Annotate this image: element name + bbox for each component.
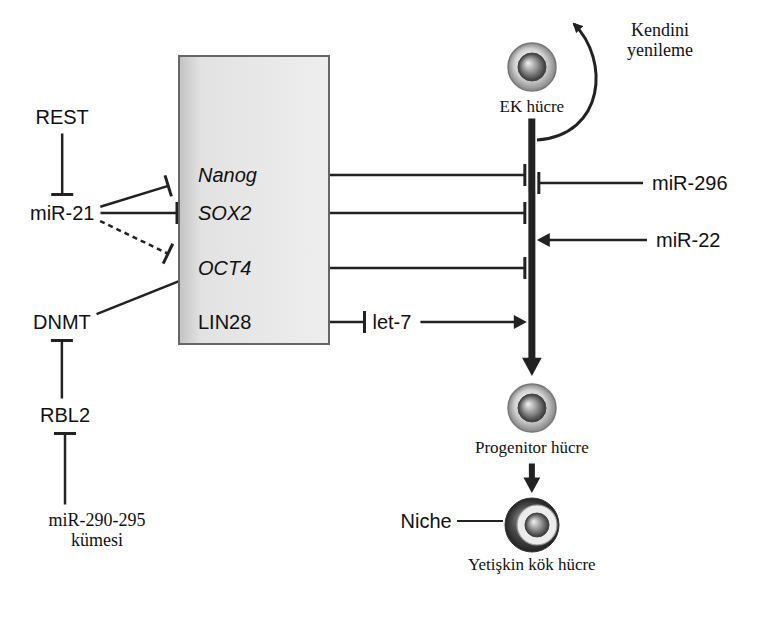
regulator-label: REST bbox=[33, 104, 92, 131]
node-text: miR-296 bbox=[652, 172, 728, 195]
cell-membrane bbox=[508, 43, 556, 91]
gene-label: LIN28 bbox=[195, 309, 254, 336]
progenitor-cell: Progenitor hücre bbox=[475, 378, 589, 458]
node-text: EK hücre bbox=[500, 97, 565, 117]
inhibition-edge bbox=[100, 202, 177, 224]
activation-line bbox=[420, 315, 526, 329]
cell-icon bbox=[500, 378, 564, 438]
mirna-label: miR-21 bbox=[27, 200, 97, 227]
node-text: OCT4 bbox=[198, 257, 251, 280]
node-text: SOX2 bbox=[198, 202, 251, 225]
leader-line bbox=[457, 520, 503, 522]
niche-shell bbox=[505, 498, 559, 552]
node-text: REST bbox=[36, 106, 89, 129]
activation-line bbox=[537, 233, 647, 247]
inhibition-edge bbox=[100, 175, 171, 206]
structure-label: Niche bbox=[401, 510, 452, 533]
inhibition-edge bbox=[51, 134, 73, 195]
mirna-label: miR-22 bbox=[653, 227, 723, 254]
node-text: Progenitor hücre bbox=[475, 438, 589, 458]
gene-label: RBL2 bbox=[37, 402, 93, 429]
cell-membrane bbox=[508, 384, 556, 432]
gene-label: Nanog bbox=[195, 162, 260, 189]
mirna-label: miR-296 bbox=[649, 170, 731, 197]
node-text: miR-290-295 kümesi bbox=[37, 510, 157, 551]
cell-icon bbox=[500, 37, 564, 97]
gene-label: OCT4 bbox=[195, 255, 254, 282]
inhibition-edge bbox=[54, 434, 76, 505]
cell-nucleus bbox=[518, 53, 546, 81]
arrow-edge bbox=[522, 119, 542, 376]
cell-nucleus bbox=[525, 513, 549, 537]
cell-icon bbox=[500, 495, 564, 555]
cell-nucleus bbox=[518, 394, 546, 422]
node-text: miR-22 bbox=[656, 229, 720, 252]
enzyme-label: DNMT bbox=[30, 309, 94, 336]
inhibition-line bbox=[539, 172, 643, 194]
node-text: Yetişkin kök hücre bbox=[468, 555, 596, 575]
node-text: miR-21 bbox=[30, 202, 94, 225]
gene-label: SOX2 bbox=[195, 200, 254, 227]
stem-cell: EK hücre bbox=[500, 37, 565, 117]
arrow-edge bbox=[523, 464, 540, 493]
inhibition-edge bbox=[100, 221, 173, 264]
gene-box: NanogSOX2OCT4LIN28 bbox=[178, 55, 330, 345]
node-text: DNMT bbox=[33, 311, 91, 334]
mirna-label: let-7 bbox=[370, 309, 415, 336]
node-text: RBL2 bbox=[40, 404, 90, 427]
cell-membrane bbox=[517, 505, 557, 545]
inhibition-edge bbox=[51, 341, 73, 399]
node-text: LIN28 bbox=[198, 311, 251, 334]
adult-stem-cell: Yetişkin kök hücre bbox=[468, 495, 596, 575]
node-text: Nanog bbox=[198, 164, 257, 187]
node-text: let-7 bbox=[373, 311, 412, 334]
process-label: Kendini yenileme bbox=[614, 20, 706, 61]
mirna-cluster-label: miR-290-295 kümesi bbox=[34, 508, 160, 553]
